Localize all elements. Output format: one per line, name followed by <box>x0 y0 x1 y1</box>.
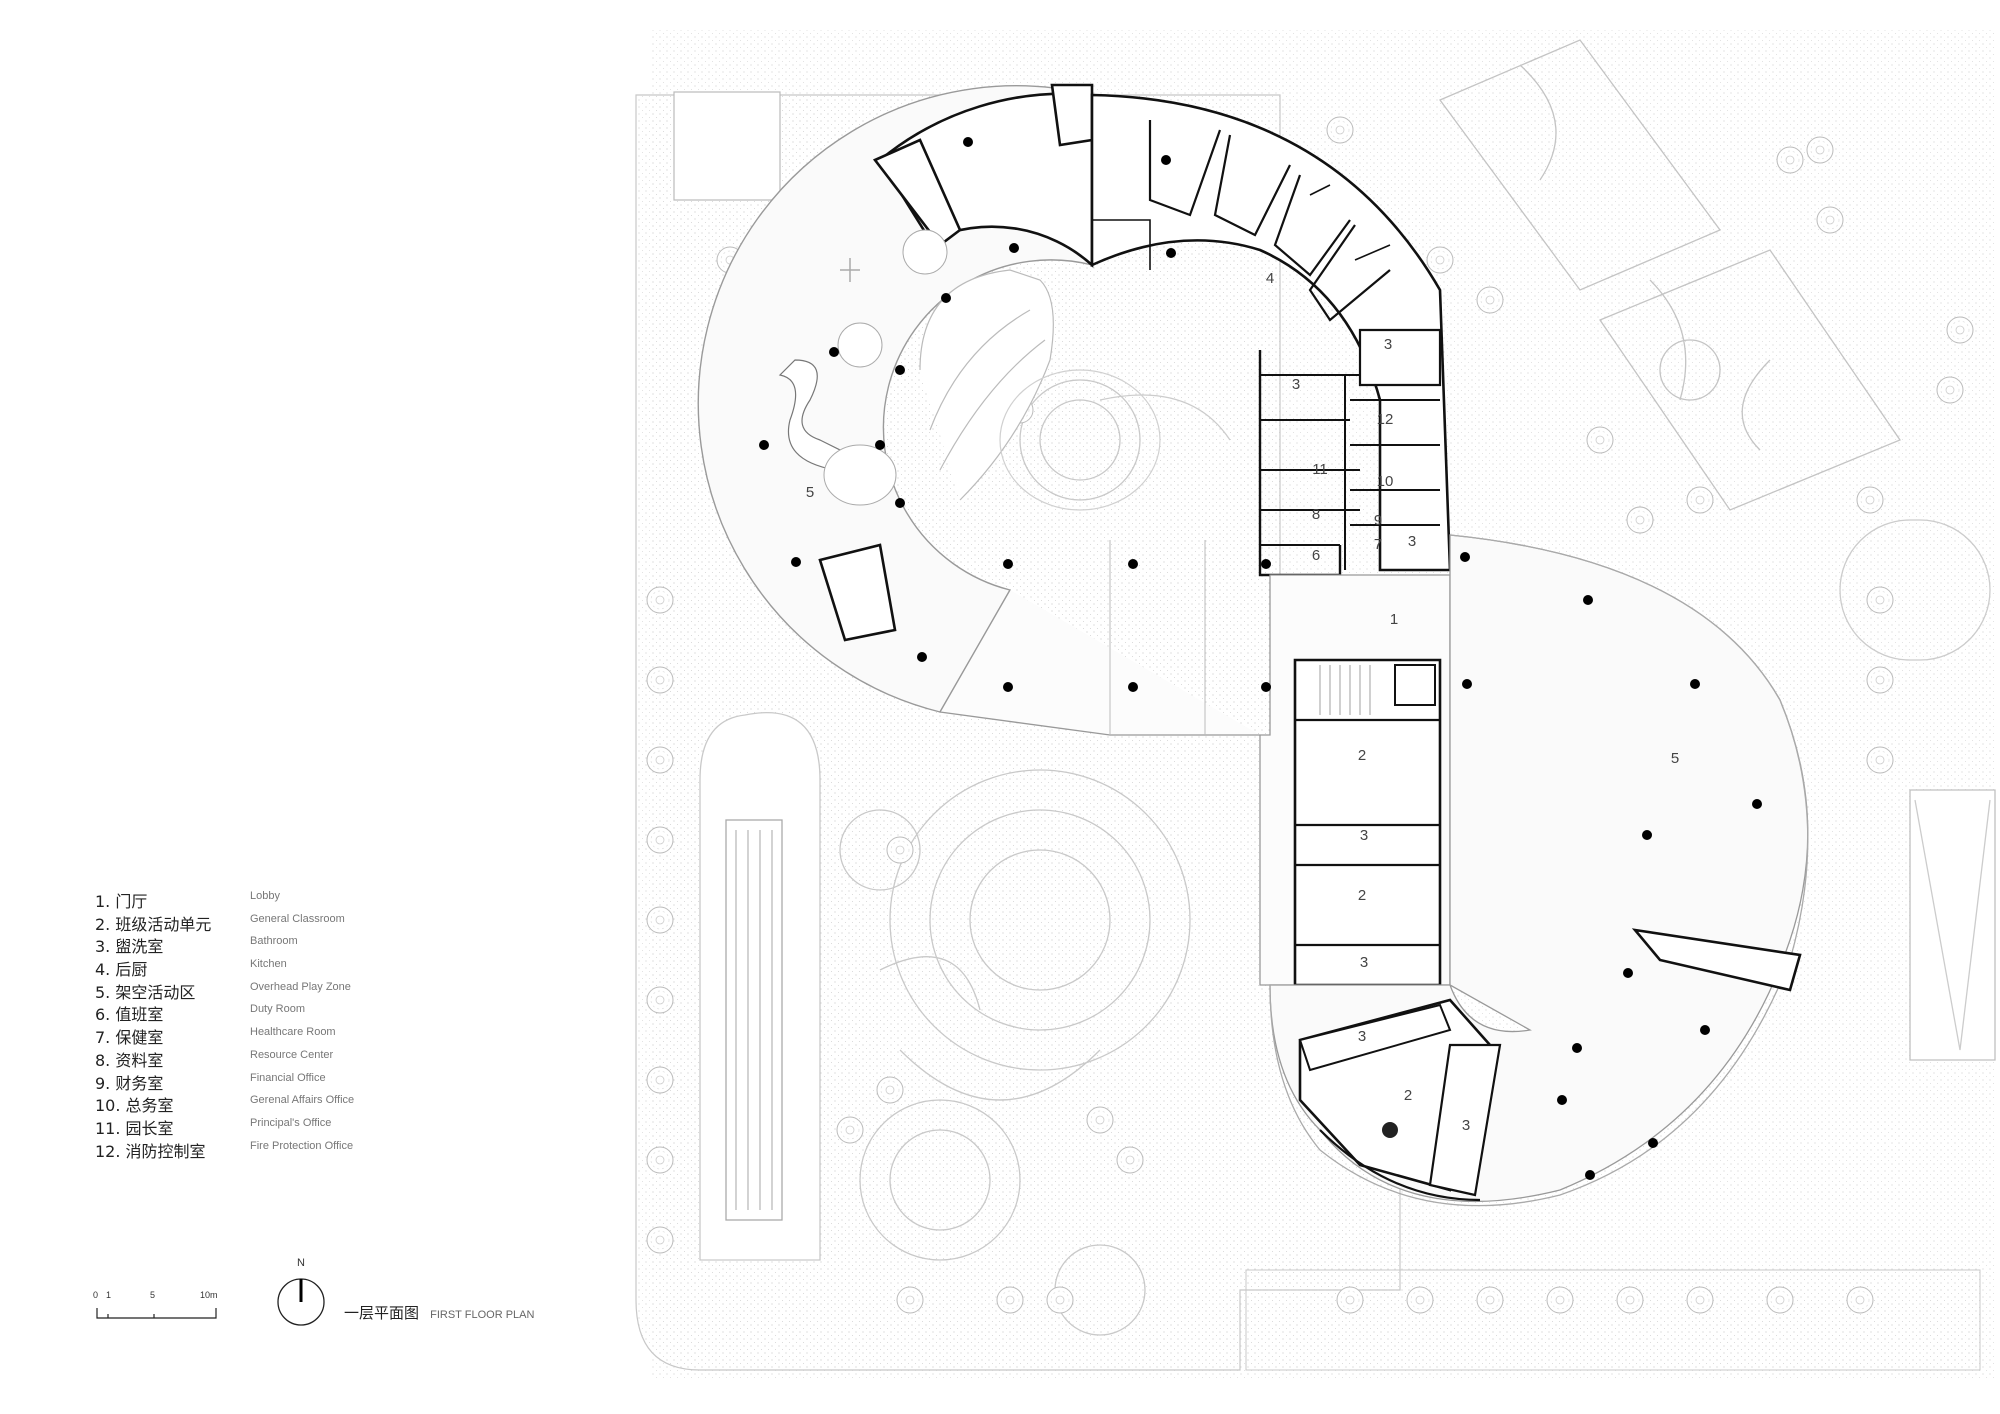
room-number-bath-g: 3 <box>1462 1117 1470 1134</box>
legend-item-en: Overhead Play Zone <box>250 980 351 993</box>
west-wing <box>697 83 1094 713</box>
room-number-play-east: 5 <box>1671 750 1679 767</box>
room-numbers: 1 2 2 2 3 3 3 3 3 3 3 4 5 5 6 7 8 9 10 1… <box>806 270 1679 1134</box>
legend-item-en: Kitchen <box>250 958 287 971</box>
room-number-bath-f: 3 <box>1358 1028 1366 1045</box>
legend-item-zh: 10. 总务室 <box>95 1096 174 1116</box>
room-number-bath-a: 3 <box>1384 336 1392 353</box>
legend-item-en: Resource Center <box>250 1048 334 1061</box>
legend-item-zh: 2. 班级活动单元 <box>95 914 212 934</box>
legend-item: 5. 架空活动区 Overhead Play Zone <box>95 979 425 1002</box>
room-number-classroom-c: 2 <box>1404 1087 1412 1104</box>
legend-item-zh: 5. 架空活动区 <box>95 982 196 1002</box>
landscape <box>699 379 1996 1336</box>
legend-item-zh: 3. 盥洗室 <box>95 937 164 957</box>
north-arc-rooms <box>1090 93 1452 577</box>
legend-item-en: Bathroom <box>250 935 298 948</box>
legend-item: 4. 后厨 Kitchen <box>95 956 425 979</box>
scale-bar: 0 1 5 10m <box>93 1290 218 1319</box>
plan-title-zh: 一层平面图 <box>344 1304 420 1322</box>
plan-title-en: FIRST FLOOR PLAN <box>430 1309 535 1321</box>
room-number-kitchen: 4 <box>1266 270 1274 287</box>
north-arrow: N <box>277 1257 325 1326</box>
legend-item: 2. 班级活动单元 General Classroom <box>95 911 425 934</box>
room-number-affairs: 10 <box>1377 473 1394 490</box>
scale-bar-line <box>96 1308 217 1319</box>
legend-item-en: Lobby <box>250 890 280 902</box>
scale-tick-1: 1 <box>106 1290 111 1300</box>
inner-courtyard <box>919 269 1161 511</box>
legend-item: 7. 保健室 Healthcare Room <box>95 1024 425 1047</box>
legend-item-zh: 8. 资料室 <box>95 1050 164 1070</box>
room-number-classroom-a: 2 <box>1358 747 1366 764</box>
legend-item-zh: 1. 门厅 <box>95 892 148 911</box>
room-number-lobby: 1 <box>1390 611 1398 628</box>
east-wing <box>1269 534 1809 1207</box>
legend-item-en: Fire Protection Office <box>250 1139 354 1152</box>
legend-item-zh: 4. 后厨 <box>95 960 148 980</box>
legend-item-en: Healthcare Room <box>250 1026 336 1039</box>
legend-item: 12. 消防控制室 Fire Protection Office <box>95 1138 425 1161</box>
sports-courts <box>1438 39 1991 661</box>
room-number-play-west: 5 <box>806 484 814 501</box>
north-label: N <box>297 1257 305 1269</box>
room-number-health: 7 <box>1374 536 1382 553</box>
room-number-classroom-b: 2 <box>1358 887 1366 904</box>
room-number-duty: 6 <box>1312 547 1320 564</box>
scale-tick-10m: 10m <box>200 1290 218 1300</box>
room-number-principal: 11 <box>1312 461 1328 478</box>
room-number-resource: 8 <box>1312 506 1320 523</box>
room-number-finance: 9 <box>1374 512 1382 529</box>
legend-item-zh: 9. 财务室 <box>95 1073 164 1093</box>
legend-item-en: Gerenal Affairs Office <box>250 1094 355 1107</box>
scale-tick-0: 0 <box>93 1290 98 1300</box>
room-number-bath-c: 3 <box>1408 533 1416 550</box>
legend-item-en: General Classroom <box>250 912 345 925</box>
legend-item-en: Principal's Office <box>250 1116 332 1129</box>
legend-item: 8. 资料室 Resource Center <box>95 1047 425 1070</box>
plan-title: 一层平面图 FIRST FLOOR PLAN <box>344 1302 534 1323</box>
legend-item: 1. 门厅 Lobby <box>95 888 425 911</box>
legend-item-zh: 11. 园长室 <box>95 1118 174 1138</box>
legend-item-zh: 7. 保健室 <box>95 1028 164 1048</box>
legend-item: 9. 财务室 Financial Office <box>95 1070 425 1093</box>
lobby-arm <box>938 540 1451 987</box>
room-number-bath-d: 3 <box>1360 827 1368 844</box>
legend-item-zh: 6. 值班室 <box>95 1005 164 1025</box>
legend-item-en: Financial Office <box>250 1071 326 1084</box>
room-number-fire: 12 <box>1377 411 1394 428</box>
legend-item: 11. 园长室 Principal's Office <box>95 1115 425 1138</box>
scale-tick-5: 5 <box>150 1290 155 1300</box>
legend-item: 3. 盥洗室 Bathroom <box>95 933 425 956</box>
legend-item: 10. 总务室 Gerenal Affairs Office <box>95 1092 425 1115</box>
room-number-bath-b: 3 <box>1292 376 1300 393</box>
columns <box>759 137 1762 1180</box>
legend-item-en: Duty Room <box>250 1003 306 1016</box>
legend-item-zh: 12. 消防控制室 <box>95 1141 206 1161</box>
legend-item: 6. 值班室 Duty Room <box>95 1001 425 1024</box>
room-number-bath-e: 3 <box>1360 954 1368 971</box>
room-legend: 1. 门厅 Lobby 2. 班级活动单元 General Classroom 3. 盥… <box>95 888 425 1161</box>
